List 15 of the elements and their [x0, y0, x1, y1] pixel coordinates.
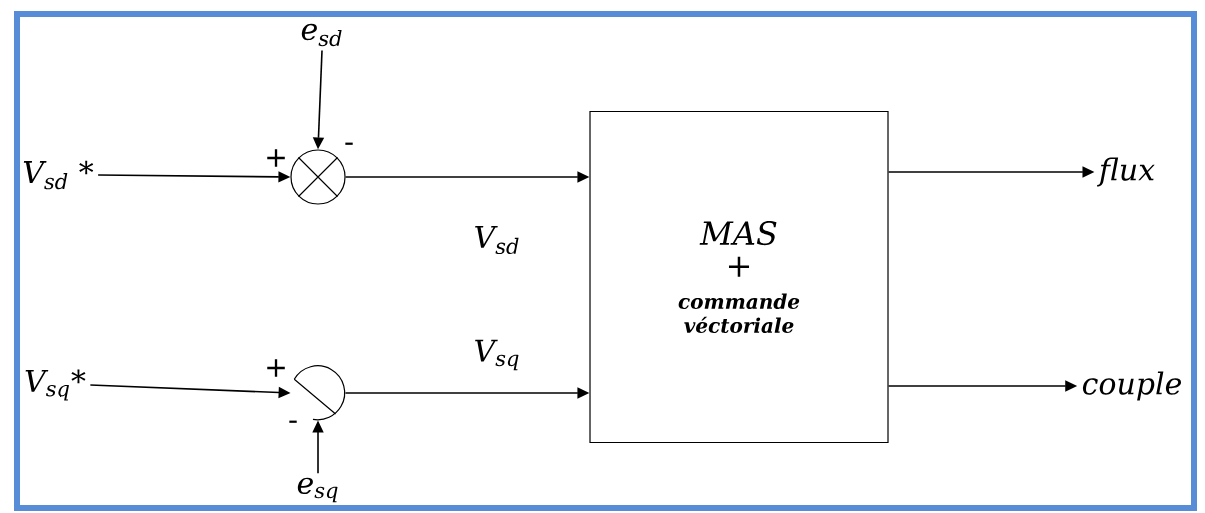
edge-label: V$_{sq}$ — [471, 337, 523, 373]
summing-junction — [290, 149, 346, 205]
sign-label: - — [289, 420, 297, 423]
signal-label: e$_{sq}$ — [297, 477, 338, 503]
sign-label: + — [267, 359, 285, 377]
signal-label: V$_{sd}$ * — [23, 160, 94, 190]
signal-label: couple — [1082, 371, 1181, 401]
summing-junction — [293, 365, 346, 421]
signal-label: V$_{sq}$* — [25, 369, 86, 401]
signal-label: flux — [1097, 157, 1155, 187]
edge-label: V$_{sd}$ — [471, 223, 523, 257]
signal-label: e$_{sd}$ — [301, 23, 342, 47]
process-box: MAS + commande véctoriale — [589, 110, 889, 444]
sign-label: - — [345, 142, 353, 145]
sign-label: + — [267, 149, 285, 167]
